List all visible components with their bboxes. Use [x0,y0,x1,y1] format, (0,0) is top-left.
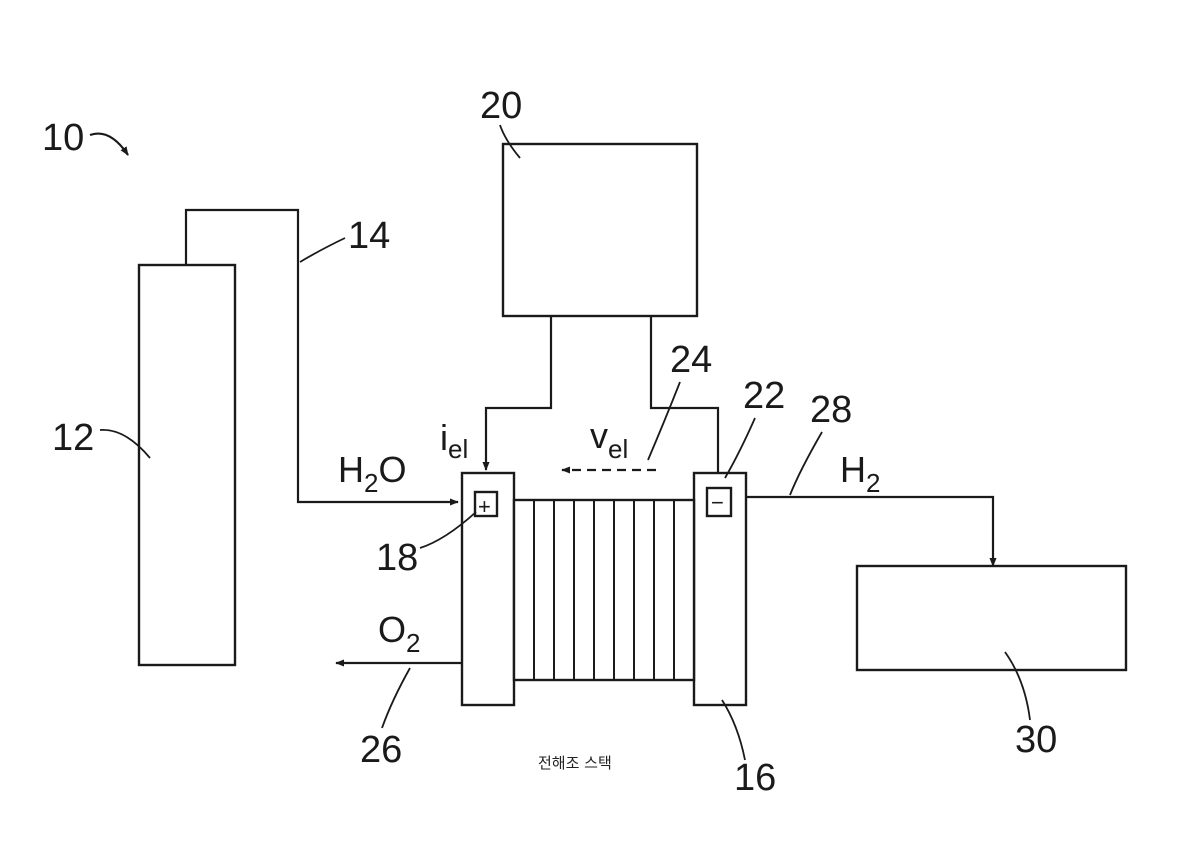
leader-stack [722,700,745,760]
minus-sign: − [711,490,724,515]
leader-oxygen-out [382,668,410,728]
h2-label: H2 [840,449,880,498]
water-tank [139,265,235,665]
current-label: iel [440,417,468,464]
h2o-label: H2O [338,449,406,498]
label-power-source: 20 [480,85,522,127]
label-hydrogen-storage: 30 [1015,719,1057,761]
hydrogen-line [746,497,993,566]
label-system: 10 [42,117,84,159]
power-source [503,144,697,316]
label-water-tank: 12 [52,417,94,459]
label-voltage-ref: 24 [670,339,712,381]
leader-voltage-ref [648,382,680,460]
system-arrow [90,134,128,155]
label-stack: 16 [734,757,776,799]
hydrogen-storage [857,566,1126,670]
cell-stack [514,500,694,680]
voltage-label: vel [590,415,628,464]
label-cathode: 22 [743,375,785,417]
leader-water-line [300,238,345,262]
label-anode: 18 [376,537,418,579]
stack-caption: 전해조 스택 [538,754,612,772]
leader-hydrogen-line [790,432,822,495]
leader-cathode [725,418,755,478]
o2-label: O2 [378,609,420,658]
plus-sign: + [478,494,491,519]
label-oxygen-out: 26 [360,729,402,771]
label-water-line: 14 [348,215,390,257]
current-wire [486,316,551,470]
label-hydrogen-line: 28 [810,389,852,431]
